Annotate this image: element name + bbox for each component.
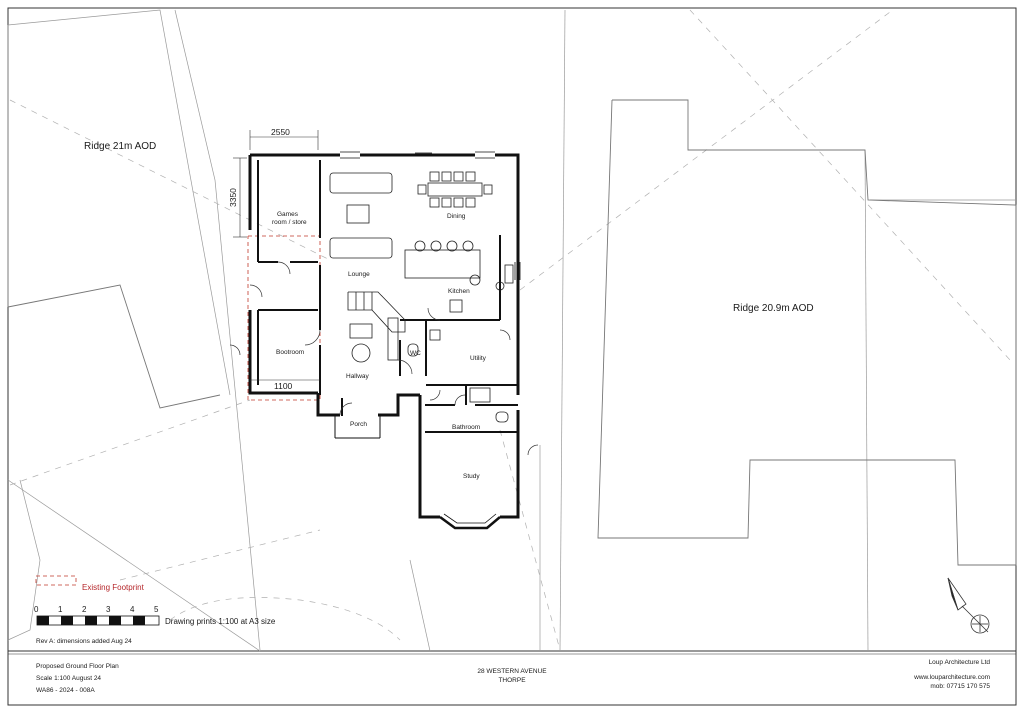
porch-outline [334, 416, 381, 439]
title-block: Proposed Ground Floor Plan Scale 1:100 A… [36, 659, 990, 694]
sheet-border [7, 7, 1017, 706]
neighbour-building-right: Ridge 20.9m AOD [597, 99, 1017, 566]
room-label-dining: Dining [447, 213, 466, 220]
room-label-kitchen: Kitchen [448, 288, 470, 295]
scale-tick-5: 5 [154, 605, 159, 614]
scale-note: Drawing prints 1:100 at A3 size [165, 617, 276, 626]
room-label-games: Games room / store [272, 211, 307, 226]
room-label-porch: Porch [350, 421, 367, 428]
furniture [329, 171, 514, 423]
drawing-title: Proposed Ground Floor Plan [36, 663, 119, 670]
room-label-bootroom: Bootroom [276, 349, 304, 356]
scale-bar: 0 1 2 3 4 5 [34, 605, 160, 626]
dimension-width-top: 2550 [271, 127, 290, 137]
dimension-height-left: 3350 [228, 188, 238, 207]
scale-tick-4: 4 [130, 605, 135, 614]
drawing-scale-date: Scale 1:100 August 24 [36, 675, 101, 682]
interior-walls [257, 160, 518, 433]
room-label-utility: Utility [470, 355, 487, 362]
room-label-study: Study [463, 473, 480, 480]
door-swings [229, 261, 539, 456]
drawing-number: WA86 - 2024 - 008A [36, 687, 95, 694]
neighbour-right-label: Ridge 20.9m AOD [733, 303, 814, 314]
existing-footprint-label: Existing Footprint [82, 583, 145, 592]
room-label-lounge: Lounge [348, 271, 370, 278]
coffee-table [346, 204, 370, 224]
dimension-lines [233, 130, 320, 381]
building-walls [248, 153, 520, 519]
company-website: www.louparchitecture.com [913, 674, 990, 681]
staircase [347, 291, 406, 333]
bay-window [439, 515, 501, 530]
dimension-width-bottom: 1100 [274, 381, 293, 391]
scale-tick-3: 3 [106, 605, 111, 614]
site-lines [7, 9, 1016, 652]
site-address-line2: THORPE [498, 677, 526, 684]
bay-window-inner [443, 513, 497, 524]
scale-tick-1: 1 [58, 605, 63, 614]
room-label-bathroom: Bathroom [452, 424, 480, 431]
revision-note: Rev A: dimensions added Aug 24 [36, 638, 132, 645]
north-arrow-icon [947, 577, 990, 634]
glazing-lines [340, 151, 521, 280]
room-label-wc: WC [410, 350, 421, 357]
sofa-top [329, 172, 393, 194]
site-address-line1: 28 WESTERN AVENUE [477, 668, 547, 675]
room-labels: Games room / store Dining Lounge Kitchen… [272, 211, 487, 480]
scale-tick-2: 2 [82, 605, 87, 614]
existing-footprint-swatch [35, 575, 77, 586]
kitchen-island [404, 249, 481, 279]
sofa-lounge [329, 237, 393, 259]
dining-table [427, 182, 483, 197]
room-label-hallway: Hallway [346, 373, 370, 380]
site-dashed-lines [9, 9, 1011, 651]
neighbour-left-label: Ridge 21m AOD [84, 141, 156, 152]
company-name: Loup Architecture Ltd [929, 659, 991, 666]
scale-tick-0: 0 [34, 605, 39, 614]
neighbour-building-left: Ridge 21m AOD [7, 141, 221, 409]
company-mobile: mob: 07715 170 575 [930, 683, 990, 690]
